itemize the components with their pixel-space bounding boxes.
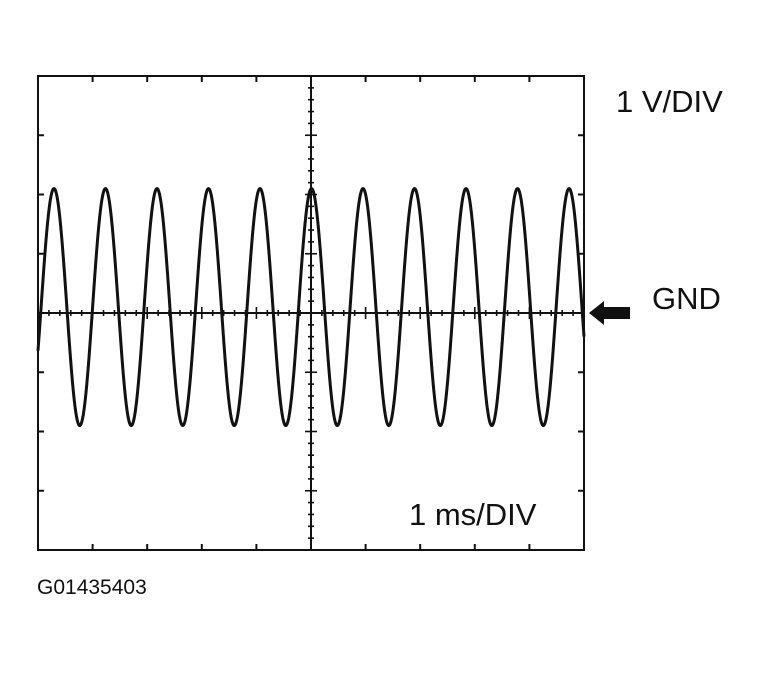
left-arrow-icon bbox=[589, 301, 630, 325]
figure-code: G01435403 bbox=[37, 576, 147, 599]
volts-per-division-label: 1 V/DIV bbox=[616, 84, 723, 119]
time-per-division-label: 1 ms/DIV bbox=[409, 497, 537, 532]
sine-waveform bbox=[36, 187, 586, 428]
ground-marker-label: GND bbox=[652, 281, 721, 316]
axis-ticks bbox=[48, 87, 574, 539]
